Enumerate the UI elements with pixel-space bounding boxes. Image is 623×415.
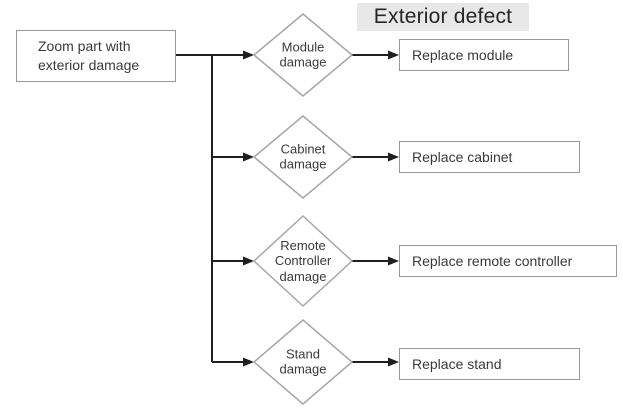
decision-diamond-shape [252, 214, 354, 308]
decision-diamond-shape [252, 13, 354, 97]
action-node-replace-cabinet: Replace cabinet [399, 141, 580, 173]
action-label: Replace cabinet [412, 149, 513, 165]
arrow-right-icon [243, 256, 254, 266]
action-label: Replace remote controller [412, 253, 573, 269]
action-node-replace-module: Replace module [399, 39, 569, 71]
arrow-right-icon [243, 357, 254, 367]
decision-label-module: Module damage [279, 39, 327, 70]
decision-diamonds [252, 13, 354, 405]
start-node: Zoom part with exterior damage [16, 30, 176, 82]
arrow-right-icon [388, 357, 399, 367]
arrow-right-icon [388, 152, 399, 162]
arrow-right-icon [243, 50, 254, 60]
action-label: Replace module [412, 47, 514, 63]
decision-diamond-shape [252, 115, 354, 199]
decision-label-cabinet: Cabinet damage [279, 141, 327, 172]
action-node-replace-stand: Replace stand [399, 348, 580, 380]
arrow-right-icon [388, 256, 399, 266]
arrow-right-icon [388, 50, 399, 60]
start-node-label: Zoom part with exterior damage [38, 38, 140, 73]
flow-lines [176, 54, 391, 363]
arrowhead-icons [243, 50, 399, 367]
decision-label-stand: Stand damage [279, 346, 327, 377]
arrow-right-icon [243, 152, 254, 162]
page-title: Exterior defect [357, 3, 529, 31]
action-label: Replace stand [412, 356, 502, 372]
decision-label-remote-controller: Remote Controller damage [274, 238, 332, 284]
action-node-replace-remote-controller: Replace remote controller [399, 245, 617, 277]
decision-diamond-shape [252, 319, 354, 405]
